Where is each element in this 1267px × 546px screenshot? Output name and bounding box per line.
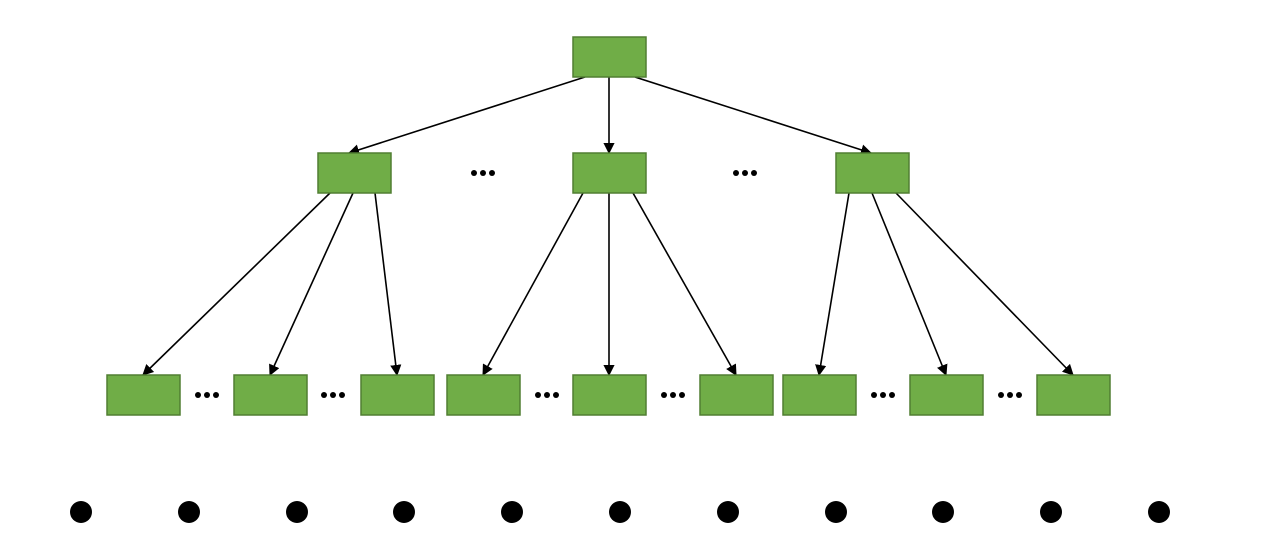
ellipsis-7 (998, 392, 1022, 398)
tree-node-l2-0 (106, 374, 181, 416)
ellipsis-dot (733, 170, 739, 176)
ellipsis-dot (553, 392, 559, 398)
tree-node-l2-3 (446, 374, 521, 416)
ellipsis-3 (321, 392, 345, 398)
node-box (317, 152, 392, 194)
ellipsis-dot (544, 392, 550, 398)
edge-l1-0-to-l2-2 (374, 192, 402, 377)
tree-node-l2-5 (699, 374, 774, 416)
tree-node-l2-8 (1036, 374, 1111, 416)
node-box (572, 152, 647, 194)
ellipsis-dot (871, 392, 877, 398)
tree-node-l2-4 (572, 374, 647, 416)
bottom-dot (825, 501, 847, 523)
edge-root-to-l1-2 (634, 76, 873, 156)
ellipsis-dot (321, 392, 327, 398)
node-box (572, 374, 647, 416)
node-box (106, 374, 181, 416)
tree-node-l1-0 (317, 152, 392, 194)
node-box (909, 374, 984, 416)
ellipsis-6 (871, 392, 895, 398)
ellipsis-0 (471, 170, 495, 176)
tree-node-l1-1 (572, 152, 647, 194)
edges-layer (142, 76, 1074, 377)
edge-l1-2-to-l2-8 (895, 192, 1074, 376)
bottom-dot (932, 501, 954, 523)
ellipsis-dot (1007, 392, 1013, 398)
ellipsis-dot (661, 392, 667, 398)
edge-root-to-l1-0 (347, 76, 586, 156)
edge-l1-2-to-l2-7 (871, 192, 948, 377)
edge-l1-1-to-l2-3 (482, 192, 584, 376)
nodes-layer (106, 36, 1111, 416)
tree-node-l1-2 (835, 152, 910, 194)
ellipsis-dot (751, 170, 757, 176)
ellipsis-dot (204, 392, 210, 398)
bottom-dot (501, 501, 523, 523)
tree-node-l2-6 (782, 374, 857, 416)
bottom-dot (1148, 501, 1170, 523)
tree-node-l2-7 (909, 374, 984, 416)
ellipsis-dot (998, 392, 1004, 398)
node-box (835, 152, 910, 194)
ellipsis-dot (213, 392, 219, 398)
bottom-dot (178, 501, 200, 523)
edge-l1-0-to-l2-0 (142, 192, 331, 376)
ellipsis-4 (535, 392, 559, 398)
ellipsis-1 (733, 170, 757, 176)
bottom-dot (609, 501, 631, 523)
node-box (782, 374, 857, 416)
ellipsis-dot (330, 392, 336, 398)
ellipsis-dot (742, 170, 748, 176)
node-box (1036, 374, 1111, 416)
ellipsis-dot (339, 392, 345, 398)
ellipsis-dot (1016, 392, 1022, 398)
ellipsis-dot (480, 170, 486, 176)
tree-node-root (572, 36, 647, 78)
node-box (446, 374, 521, 416)
bottom-dot (70, 501, 92, 523)
bottom-dot (393, 501, 415, 523)
ellipsis-5 (661, 392, 685, 398)
edge-l1-1-to-l2-5 (632, 192, 737, 376)
bottom-dot (717, 501, 739, 523)
ellipsis-dot (535, 392, 541, 398)
ellipsis-2 (195, 392, 219, 398)
tree-node-l2-1 (233, 374, 308, 416)
ellipsis-dot (889, 392, 895, 398)
ellipsis-dot (489, 170, 495, 176)
node-box (572, 36, 647, 78)
edge-l1-0-to-l2-1 (269, 192, 354, 377)
node-box (360, 374, 435, 416)
node-box (699, 374, 774, 416)
node-box (233, 374, 308, 416)
tree-node-l2-2 (360, 374, 435, 416)
ellipsis-dot (471, 170, 477, 176)
bottom-dots-row (70, 501, 1170, 523)
edge-l1-2-to-l2-6 (815, 192, 850, 377)
bottom-dot (1040, 501, 1062, 523)
ellipsis-dot (679, 392, 685, 398)
ellipsis-dot (880, 392, 886, 398)
bottom-dot (286, 501, 308, 523)
ellipsis-dot (670, 392, 676, 398)
ellipsis-dot (195, 392, 201, 398)
ellipsis-layer (195, 170, 1022, 398)
